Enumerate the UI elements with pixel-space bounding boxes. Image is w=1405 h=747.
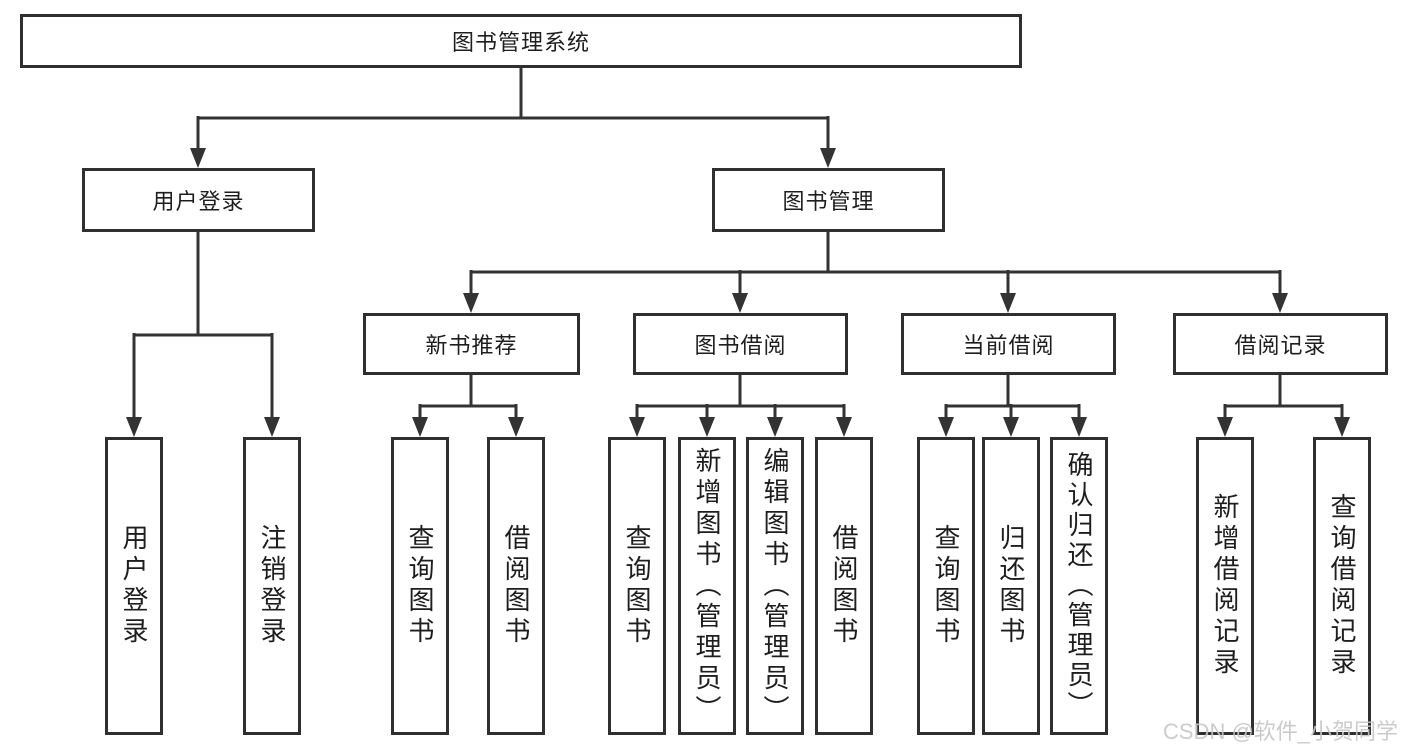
node-borrow-records-label: 借阅记录: [1234, 333, 1327, 358]
node-new-book-recommend-label: 新书推荐: [425, 333, 518, 358]
leaf-add-book-admin: 新增图书（管理员）: [678, 437, 736, 735]
leaf-user-login: 用户登录: [105, 437, 163, 735]
leaf-add-borrow-record: 新增借阅记录: [1196, 437, 1254, 735]
leaf-borrow-query-book-label: 查询图书: [622, 524, 652, 648]
leaf-confirm-return-admin: 确认归还（管理员）: [1050, 437, 1108, 735]
node-book-borrow-label: 图书借阅: [694, 333, 787, 358]
node-current-borrow: 当前借阅: [901, 313, 1116, 375]
leaf-edit-book-admin-label: 编辑图书（管理员）: [760, 446, 790, 726]
leaf-borrow-query-book: 查询图书: [608, 437, 666, 735]
leaf-recommend-borrow-book-label: 借阅图书: [501, 524, 531, 648]
leaf-add-borrow-record-label: 新增借阅记录: [1210, 493, 1240, 679]
leaf-logout: 注销登录: [243, 437, 301, 735]
leaf-return-book-label: 归还图书: [996, 524, 1026, 648]
node-borrow-records: 借阅记录: [1173, 313, 1388, 375]
leaf-confirm-return-admin-label: 确认归还（管理员）: [1064, 451, 1094, 721]
leaf-current-query-book-label: 查询图书: [931, 524, 961, 648]
node-current-borrow-label: 当前借阅: [962, 333, 1055, 358]
leaf-borrow-book-label: 借阅图书: [829, 524, 859, 648]
leaf-query-borrow-record-label: 查询借阅记录: [1327, 493, 1357, 679]
node-root: 图书管理系统: [20, 14, 1022, 68]
node-book-manage-label: 图书管理: [782, 189, 875, 214]
node-user-login: 用户登录: [82, 168, 315, 232]
leaf-query-borrow-record: 查询借阅记录: [1313, 437, 1371, 735]
node-user-login-label: 用户登录: [152, 189, 245, 214]
leaf-borrow-book: 借阅图书: [815, 437, 873, 735]
node-root-label: 图书管理系统: [451, 30, 590, 55]
leaf-return-book: 归还图书: [982, 437, 1040, 735]
leaf-logout-label: 注销登录: [257, 524, 287, 648]
leaf-current-query-book: 查询图书: [917, 437, 975, 735]
leaf-user-login-label: 用户登录: [119, 524, 149, 648]
node-book-borrow: 图书借阅: [633, 313, 848, 375]
leaf-edit-book-admin: 编辑图书（管理员）: [746, 437, 804, 735]
leaf-recommend-query-book: 查询图书: [391, 437, 449, 735]
node-new-book-recommend: 新书推荐: [363, 313, 580, 375]
node-book-manage: 图书管理: [712, 168, 945, 232]
leaf-recommend-borrow-book: 借阅图书: [487, 437, 545, 735]
csdn-watermark: CSDN @软件_小贺同学: [1163, 719, 1399, 744]
leaf-add-book-admin-label: 新增图书（管理员）: [692, 446, 722, 726]
leaf-recommend-query-book-label: 查询图书: [405, 524, 435, 648]
